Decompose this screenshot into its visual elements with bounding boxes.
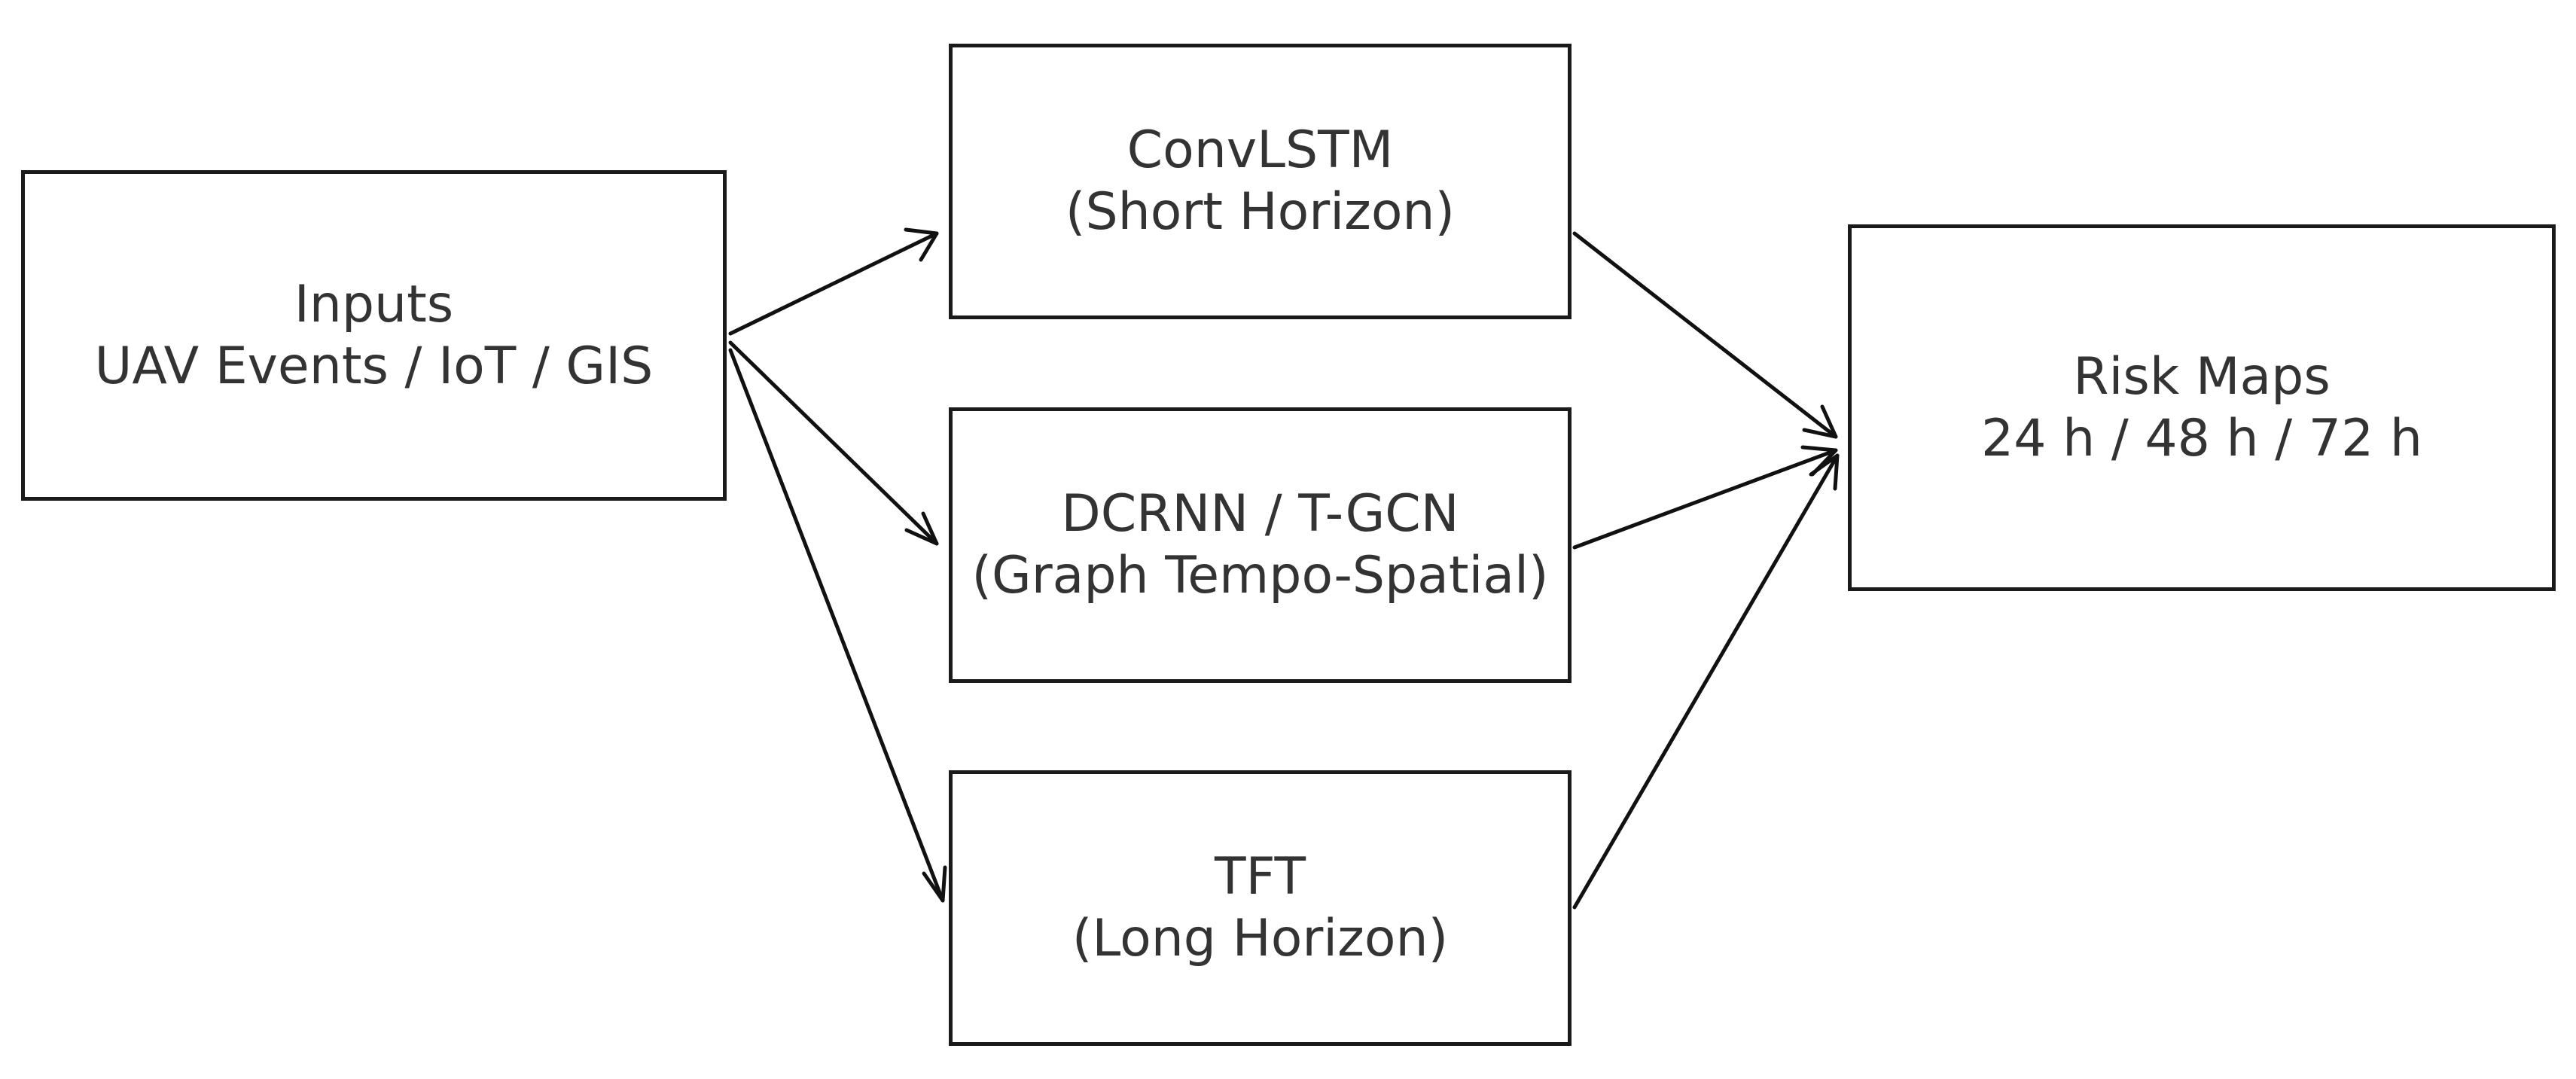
convlstm-title: ConvLSTM xyxy=(1126,120,1394,180)
arrowhead-icon xyxy=(1800,445,1838,477)
inputs-subtitle: UAV Events / IoT / GIS xyxy=(94,336,654,396)
arrowhead-icon xyxy=(1809,453,1840,491)
arrowhead-icon xyxy=(904,227,939,262)
tft-subtitle: (Long Horizon) xyxy=(1072,909,1449,968)
convlstm-node: ConvLSTM (Short Horizon) xyxy=(949,44,1572,319)
inputs-node: Inputs UAV Events / IoT / GIS xyxy=(21,170,727,501)
edge-inputs-to-convlstm xyxy=(728,227,939,336)
arrowhead-icon xyxy=(904,511,939,546)
risk-maps-subtitle: 24 h / 48 h / 72 h xyxy=(1980,408,2422,468)
edge-tft-to-risk xyxy=(1572,453,1840,910)
risk-maps-title: Risk Maps xyxy=(2073,346,2331,407)
tft-title: TFT xyxy=(1215,847,1306,907)
dcrnn-node: DCRNN / T-GCN (Graph Tempo-Spatial) xyxy=(949,407,1572,683)
convlstm-subtitle: (Short Horizon) xyxy=(1065,182,1456,242)
tft-node: TFT (Long Horizon) xyxy=(949,770,1572,1046)
dcrnn-subtitle: (Graph Tempo-Spatial) xyxy=(971,546,1549,605)
edge-inputs-to-dcrnn xyxy=(728,340,939,546)
inputs-title: Inputs xyxy=(294,274,454,334)
dcrnn-title: DCRNN / T-GCN xyxy=(1061,484,1459,544)
edge-convlstm-to-risk xyxy=(1572,231,1838,439)
edge-inputs-to-tft xyxy=(728,348,947,903)
arrowhead-icon xyxy=(922,865,947,903)
risk-maps-node: Risk Maps 24 h / 48 h / 72 h xyxy=(1848,224,2556,591)
edge-dcrnn-to-risk xyxy=(1572,445,1838,550)
arrowhead-icon xyxy=(1802,404,1838,439)
